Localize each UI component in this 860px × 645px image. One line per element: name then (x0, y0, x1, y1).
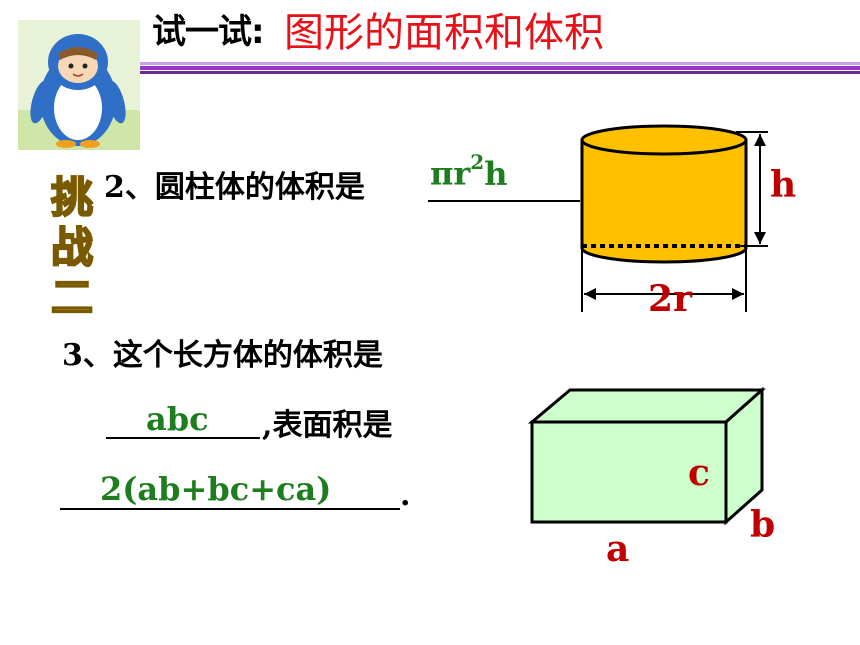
cuboid-label-a: a (606, 528, 630, 570)
answer-blank-line (428, 200, 580, 202)
cylinder-diameter-label: 2r (648, 278, 693, 320)
penguin-mascot-image (18, 20, 140, 150)
volume-blank-line (106, 437, 260, 439)
cuboid-label-b: b (750, 504, 776, 546)
challenge-char: 二 (51, 273, 93, 322)
problem-2-text: 2、圆柱体的体积是 (104, 170, 365, 205)
volume-answer: abc (146, 400, 209, 438)
problem-2-answer: πr2h (430, 150, 508, 193)
cuboid-label-c: c (688, 452, 710, 494)
answer-base: πr (430, 154, 471, 193)
cuboid-figure (527, 386, 766, 526)
cylinder-figure (580, 124, 768, 312)
challenge-label: 挑 战 二 (50, 172, 94, 322)
slide-label: 试一试: (152, 12, 265, 52)
answer-tail: h (484, 154, 508, 193)
surface-area-blank-line (60, 508, 400, 510)
cylinder-height-label: h (770, 164, 797, 206)
problem-3-surface-text: ,表面积是 (262, 408, 393, 443)
surface-area-answer: 2(ab+bc+ca) (100, 470, 332, 508)
slide-title: 图形的面积和体积 (284, 10, 604, 56)
period-mark: . (400, 478, 411, 513)
challenge-char: 战 (51, 223, 93, 272)
header-rule (140, 62, 860, 74)
problem-3-text: 3、这个长方体的体积是 (62, 338, 383, 373)
challenge-char: 挑 (51, 173, 93, 222)
answer-exponent: 2 (470, 150, 485, 174)
